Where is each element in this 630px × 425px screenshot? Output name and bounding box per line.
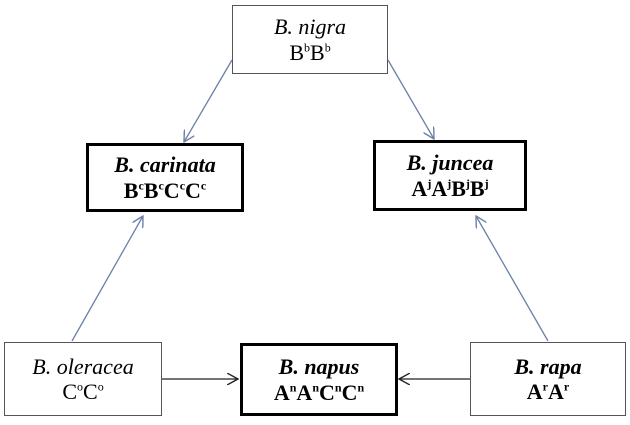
genome-superscript: n bbox=[312, 380, 319, 395]
genome-letter: C bbox=[185, 177, 201, 203]
genome-letter: B bbox=[451, 175, 466, 201]
genome-superscript: n bbox=[289, 380, 297, 395]
genome-letter: A bbox=[296, 379, 313, 405]
genome-superscript: c bbox=[138, 178, 144, 193]
genome-letter: B bbox=[310, 39, 325, 65]
arrow-nigra-to-carinata bbox=[184, 59, 233, 142]
genome-letter: B bbox=[143, 177, 159, 203]
arrow-nigra-to-juncea bbox=[387, 59, 434, 139]
node-genome: CoCo bbox=[62, 379, 103, 404]
genome-superscript: c bbox=[158, 178, 164, 193]
node-name: B. juncea bbox=[406, 150, 494, 176]
arrow-rapa-to-juncea bbox=[476, 216, 549, 342]
genome-superscript: b bbox=[324, 40, 331, 55]
node-name: B. nigra bbox=[273, 14, 347, 40]
genome-letter: A bbox=[273, 379, 290, 405]
genome-letter: C bbox=[83, 379, 98, 404]
genome-superscript: c bbox=[200, 178, 207, 193]
genome-letter: C bbox=[319, 379, 335, 405]
node-b-rapa: B. rapa ArAr bbox=[470, 342, 626, 416]
node-name: B. rapa bbox=[514, 353, 582, 379]
node-genome: BbBb bbox=[289, 40, 330, 65]
genome-superscript: r bbox=[563, 379, 570, 394]
node-genome: AjAjBjBj bbox=[411, 176, 488, 201]
genome-superscript: c bbox=[179, 178, 186, 193]
genome-superscript: j bbox=[465, 176, 470, 191]
genome-superscript: b bbox=[304, 40, 310, 55]
node-genome: ArAr bbox=[527, 379, 569, 404]
genome-letter: A bbox=[548, 379, 564, 404]
node-b-carinata: B. carinata BcBcCcCc bbox=[86, 143, 244, 212]
node-genome: BcBcCcCc bbox=[124, 178, 206, 203]
node-b-juncea: B. juncea AjAjBjBj bbox=[373, 140, 527, 211]
genome-superscript: r bbox=[542, 379, 548, 394]
genome-superscript: j bbox=[427, 176, 432, 191]
genome-letter: A bbox=[526, 379, 543, 404]
genome-superscript: o bbox=[97, 379, 104, 394]
genome-superscript: n bbox=[334, 380, 342, 395]
genome-superscript: n bbox=[357, 380, 365, 395]
genome-superscript: o bbox=[77, 379, 83, 394]
genome-letter: A bbox=[431, 175, 448, 201]
node-b-oleracea: B. oleracea CoCo bbox=[4, 342, 162, 416]
genome-letter: C bbox=[341, 379, 358, 405]
genome-superscript: j bbox=[484, 176, 489, 191]
node-b-napus: B. napus AnAnCnCn bbox=[240, 343, 398, 416]
genome-letter: B bbox=[289, 39, 304, 65]
node-name: B. napus bbox=[278, 354, 360, 380]
genome-letter: B bbox=[469, 175, 485, 201]
node-name: B. carinata bbox=[114, 152, 216, 178]
genome-letter: C bbox=[62, 379, 77, 404]
arrow-oleracea-to-carinata bbox=[71, 216, 143, 342]
genome-superscript: j bbox=[447, 176, 452, 191]
genome-letter: B bbox=[123, 177, 139, 203]
node-b-nigra: B. nigra BbBb bbox=[232, 5, 388, 74]
genome-letter: C bbox=[163, 177, 180, 203]
genome-letter: A bbox=[411, 175, 428, 201]
node-genome: AnAnCnCn bbox=[274, 380, 364, 405]
node-name: B. oleracea bbox=[32, 353, 134, 379]
